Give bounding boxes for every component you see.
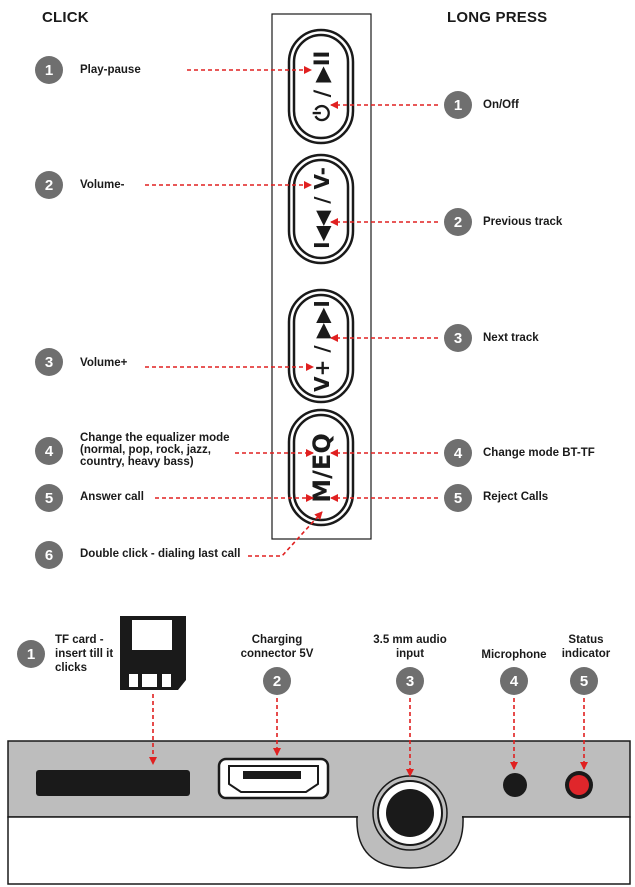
tf-card-slot bbox=[36, 770, 190, 796]
mode-eq-button[interactable]: M/EQ bbox=[287, 408, 355, 527]
audio-jack bbox=[372, 775, 448, 851]
svg-text:M/EQ: M/EQ bbox=[308, 433, 336, 502]
long-badge-2: 2 bbox=[444, 208, 472, 236]
svg-text:I◀◀ / V-: I◀◀ / V- bbox=[310, 167, 334, 249]
port-label-tf-card: TF card - insert till it clicks bbox=[55, 634, 114, 674]
power-play-button[interactable]: ⏻ / ▶II bbox=[287, 28, 355, 145]
port-badge-1: 1 bbox=[17, 640, 45, 668]
click-badge-6: 6 bbox=[35, 541, 63, 569]
long-badge-5: 5 bbox=[444, 484, 472, 512]
long-badge-3: 3 bbox=[444, 324, 472, 352]
port-badge-4: 4 bbox=[500, 667, 528, 695]
click-badge-5: 5 bbox=[35, 484, 63, 512]
button-panel-frame bbox=[271, 13, 372, 540]
long-badge-1: 1 bbox=[444, 91, 472, 119]
click-label-equalizer: Change the equalizer mode (normal, pop, … bbox=[80, 432, 230, 468]
port-badge-2: 2 bbox=[263, 667, 291, 695]
click-label-play-pause: Play-pause bbox=[80, 64, 141, 76]
click-badge-2: 2 bbox=[35, 171, 63, 199]
port-label-status: Status indicator bbox=[561, 634, 611, 660]
arrow-click-6 bbox=[248, 511, 323, 557]
prev-volume-down-button[interactable]: I◀◀ / V- bbox=[287, 153, 355, 265]
status-led bbox=[565, 771, 593, 799]
long-label-previous-track: Previous track bbox=[483, 216, 563, 228]
charging-connector bbox=[217, 757, 330, 800]
click-badge-1: 1 bbox=[35, 56, 63, 84]
click-label-volume-down: Volume- bbox=[80, 179, 125, 191]
svg-text:V+ / ▶▶I: V+ / ▶▶I bbox=[310, 300, 334, 392]
long-label-change-mode: Change mode BT-TF bbox=[483, 447, 595, 459]
click-header: CLICK bbox=[42, 9, 89, 26]
port-badge-5: 5 bbox=[570, 667, 598, 695]
long-label-next-track: Next track bbox=[483, 332, 539, 344]
port-badge-3: 3 bbox=[396, 667, 424, 695]
click-badge-3: 3 bbox=[35, 348, 63, 376]
microphone-hole bbox=[503, 773, 527, 797]
port-label-microphone: Microphone bbox=[481, 649, 547, 661]
port-label-audio-input: 3.5 mm audio input bbox=[373, 634, 447, 660]
tf-card-icon bbox=[120, 616, 186, 690]
next-volume-up-button[interactable]: V+ / ▶▶I bbox=[287, 288, 355, 404]
click-label-answer-call: Answer call bbox=[80, 491, 144, 503]
long-label-on-off: On/Off bbox=[483, 99, 519, 111]
svg-text:⏻ / ▶II: ⏻ / ▶II bbox=[310, 51, 334, 122]
long-press-header: LONG PRESS bbox=[447, 9, 548, 26]
click-badge-4: 4 bbox=[35, 437, 63, 465]
port-label-charging: Charging connector 5V bbox=[240, 634, 314, 660]
click-label-redial: Double click - dialing last call bbox=[80, 548, 241, 560]
long-badge-4: 4 bbox=[444, 439, 472, 467]
device-body bbox=[7, 816, 631, 885]
long-label-reject-calls: Reject Calls bbox=[483, 491, 549, 503]
click-label-volume-up: Volume+ bbox=[80, 357, 128, 369]
